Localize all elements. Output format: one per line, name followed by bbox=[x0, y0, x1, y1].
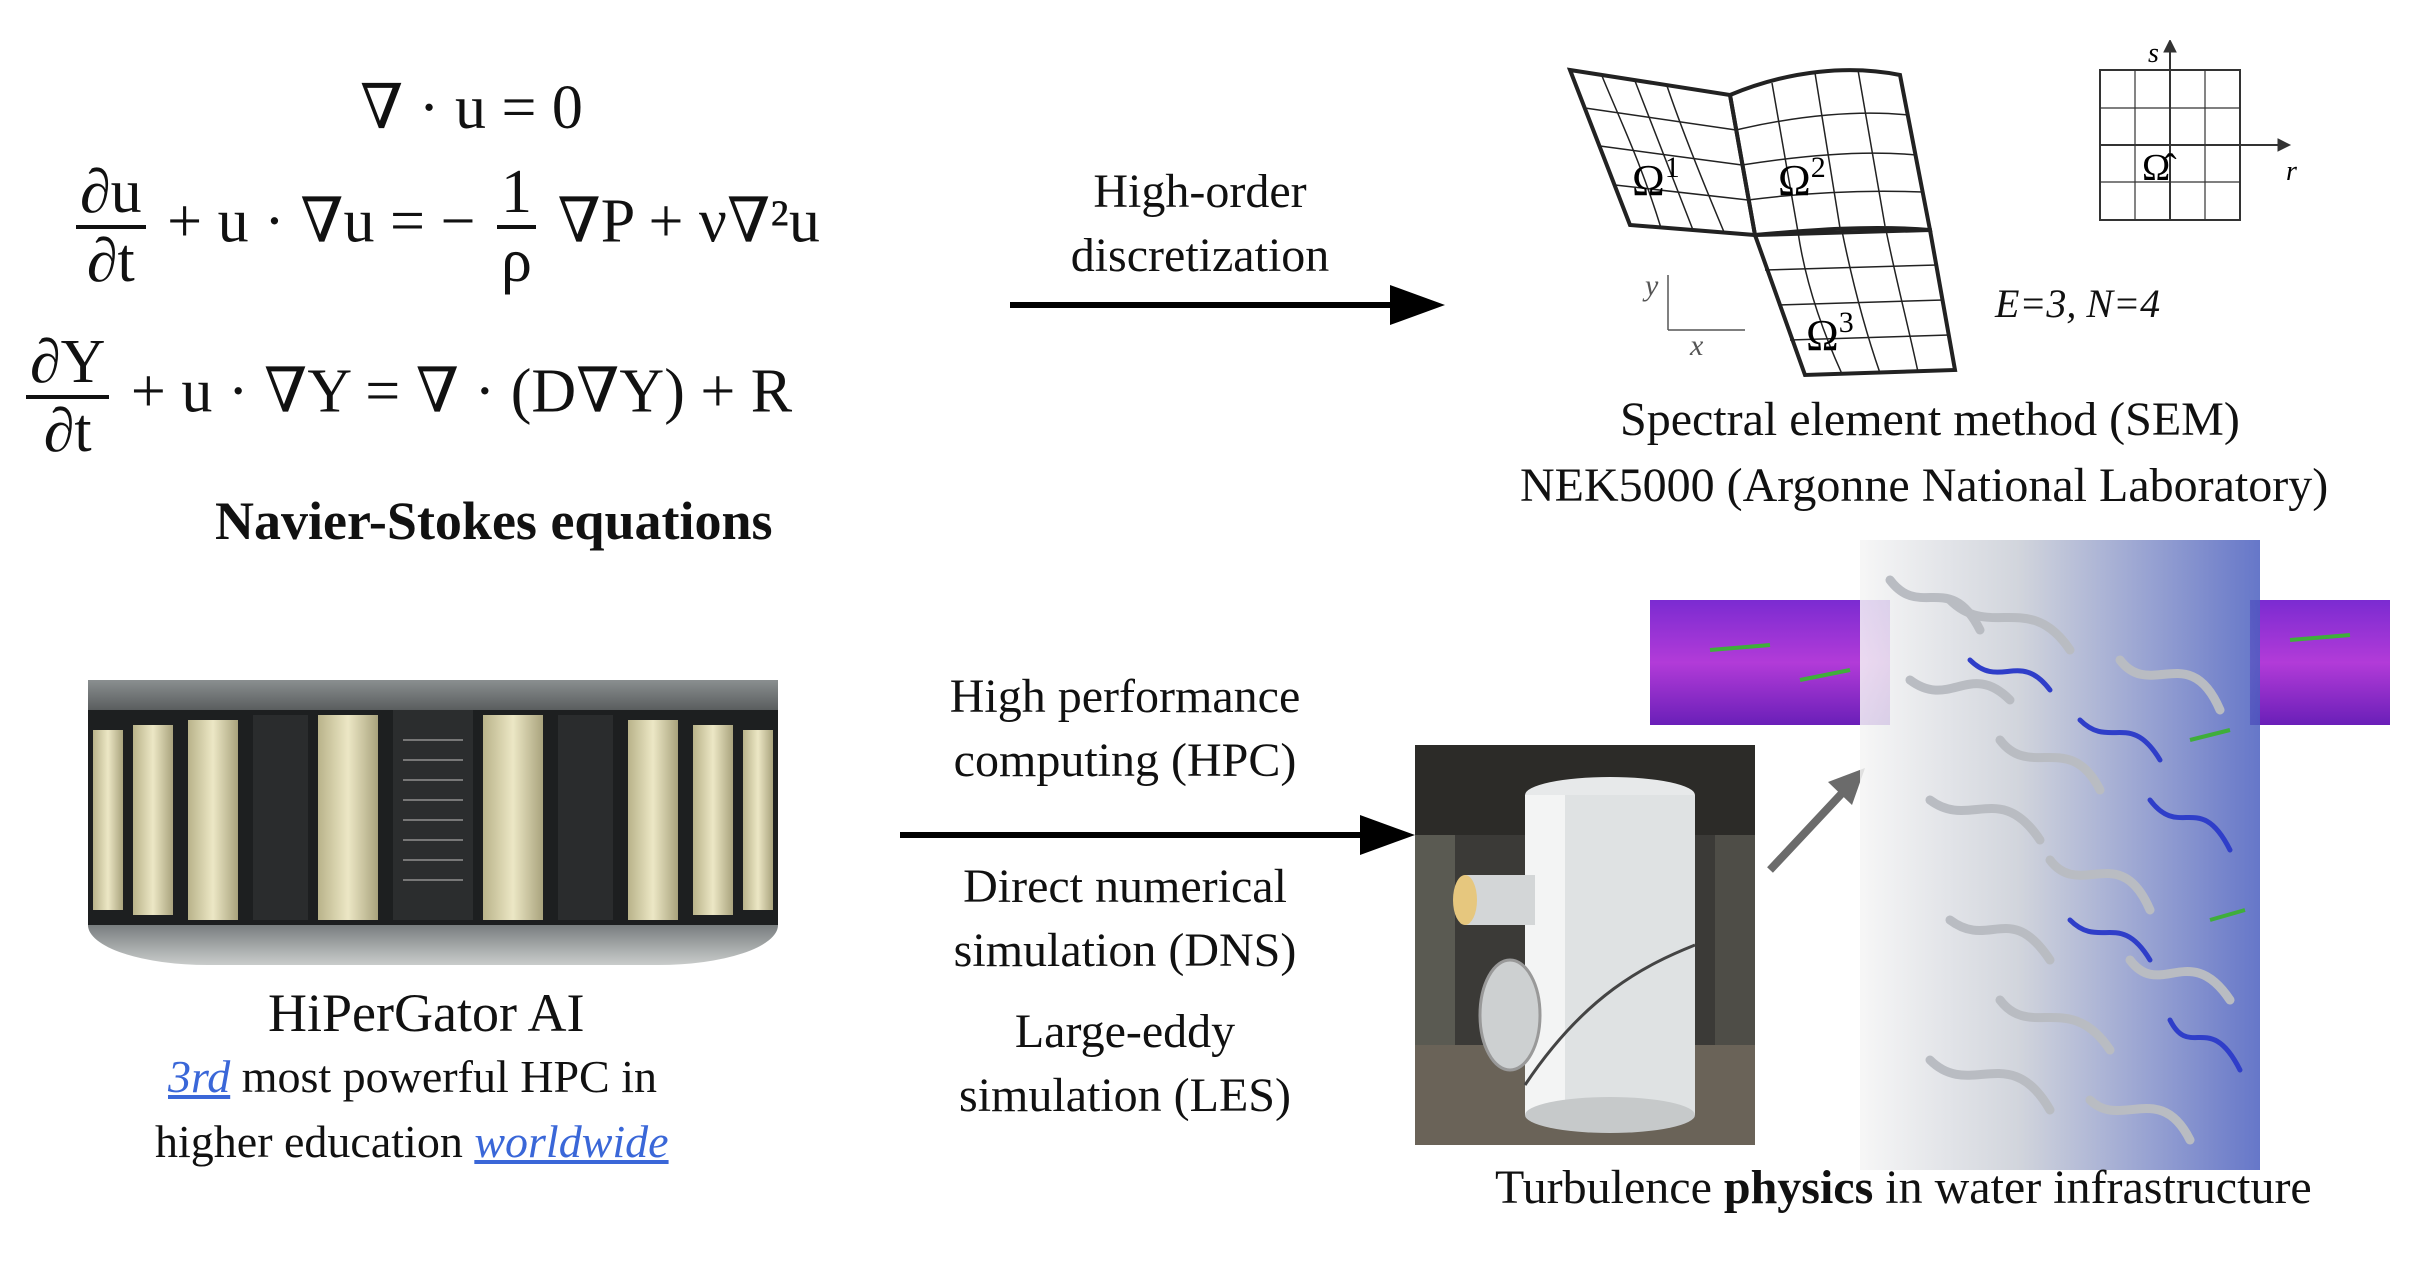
frac-den: ∂t bbox=[86, 227, 135, 296]
link-3rd[interactable]: 3rd bbox=[168, 1051, 231, 1102]
element-1 bbox=[1566, 67, 1758, 238]
nek-caption: NEK5000 (Argonne National Laboratory) bbox=[1520, 459, 2329, 512]
mesh-params: E=3, N=4 bbox=[1995, 281, 2161, 326]
xy-axes bbox=[1667, 275, 1745, 331]
frac-den: ρ bbox=[501, 227, 532, 296]
frac-num: ∂Y bbox=[26, 329, 110, 400]
hpc-arrow bbox=[900, 815, 1415, 855]
ref-axis-r: r bbox=[2286, 156, 2297, 187]
equations-caption: Navier-Stokes equations bbox=[215, 491, 773, 551]
dns-label-line1: Direct numerical bbox=[963, 860, 1287, 913]
omega3-label: Ω3 bbox=[1806, 306, 1854, 360]
element-3 bbox=[1752, 227, 1958, 378]
continuity-equation: ∇ · u = 0 bbox=[360, 70, 583, 144]
sim-caption-post: in water infrastructure bbox=[1873, 1161, 2312, 1214]
hpc-line1-text: most powerful HPC in bbox=[230, 1051, 657, 1102]
discretization-label: High-order discretization bbox=[1000, 160, 1400, 288]
reference-element: s r Ω̂ bbox=[2099, 40, 2297, 221]
momentum-advection: + u · ∇u = − bbox=[167, 187, 476, 256]
momentum-coef-fraction: 1 ρ bbox=[496, 159, 536, 296]
momentum-equation: ∂u ∂t + u · ∇u = − 1 ρ ∇P + ν∇²u bbox=[70, 159, 820, 296]
momentum-lhs-fraction: ∂u ∂t bbox=[76, 159, 146, 296]
continuity-text: ∇ · u = 0 bbox=[360, 74, 583, 142]
omega2-label: Ω2 bbox=[1778, 151, 1826, 205]
frac-num: ∂u bbox=[76, 159, 146, 230]
water-tank-image bbox=[1415, 745, 1755, 1145]
frac-den: ∂t bbox=[43, 397, 92, 466]
omega1-label: Ω1 bbox=[1632, 151, 1680, 205]
zoom-arrow bbox=[1767, 768, 1865, 873]
turbulence-simulation bbox=[1650, 540, 2390, 1170]
simulation-caption: Turbulence physics in water infrastructu… bbox=[1495, 1160, 2312, 1215]
les-label: Large-eddy simulation (LES) bbox=[900, 1000, 1350, 1128]
dns-label-line2: simulation (DNS) bbox=[953, 924, 1297, 977]
sim-caption-bold: physics bbox=[1723, 1161, 1874, 1214]
ref-axis-s: s bbox=[2148, 40, 2159, 69]
les-label-line1: Large-eddy bbox=[1014, 1005, 1236, 1058]
ref-omega-label: Ω̂ bbox=[2142, 147, 2177, 189]
link-worldwide[interactable]: worldwide bbox=[474, 1116, 669, 1167]
hpc-label-line1: High performance bbox=[949, 670, 1301, 723]
simulation-render bbox=[1650, 540, 2390, 1170]
hpc-label: High performance computing (HPC) bbox=[900, 665, 1350, 793]
hpc-label-line2: computing (HPC) bbox=[953, 734, 1297, 787]
arrow-top-line2: discretization bbox=[1070, 229, 1330, 282]
element-2 bbox=[1727, 68, 1933, 238]
species-equation: ∂Y ∂t + u · ∇Y = ∇ · (D∇Y) + R bbox=[20, 329, 793, 466]
sim-caption-pre: Turbulence bbox=[1495, 1161, 1724, 1214]
tank-photo bbox=[1415, 745, 1755, 1145]
hpc-line2: higher education worldwide bbox=[155, 1115, 669, 1168]
spectral-element-mesh: Ω1 Ω2 Ω3 y x bbox=[1566, 67, 1958, 378]
species-lhs-fraction: ∂Y ∂t bbox=[26, 329, 110, 466]
species-rhs: + u · ∇Y = ∇ · (D∇Y) + R bbox=[130, 357, 793, 426]
discretization-arrow bbox=[1010, 285, 1445, 325]
les-label-line2: simulation (LES) bbox=[959, 1069, 1291, 1122]
arrow-top-line1: High-order bbox=[1093, 165, 1307, 218]
axis-x-label: x bbox=[1689, 329, 1704, 362]
hpc-line2-text: higher education bbox=[155, 1116, 475, 1167]
server-racks-image bbox=[88, 680, 778, 965]
axis-y-label: y bbox=[1642, 269, 1659, 302]
dns-label: Direct numerical simulation (DNS) bbox=[900, 855, 1350, 983]
sem-caption: Spectral element method (SEM) bbox=[1620, 393, 2240, 446]
frac-num: 1 bbox=[496, 159, 536, 230]
momentum-rhs: ∇P + ν∇²u bbox=[557, 187, 820, 256]
hpc-line1: 3rd most powerful HPC in bbox=[168, 1050, 657, 1103]
hipergator-title: HiPerGator AI bbox=[268, 983, 585, 1043]
hipergator-photo bbox=[88, 680, 778, 965]
